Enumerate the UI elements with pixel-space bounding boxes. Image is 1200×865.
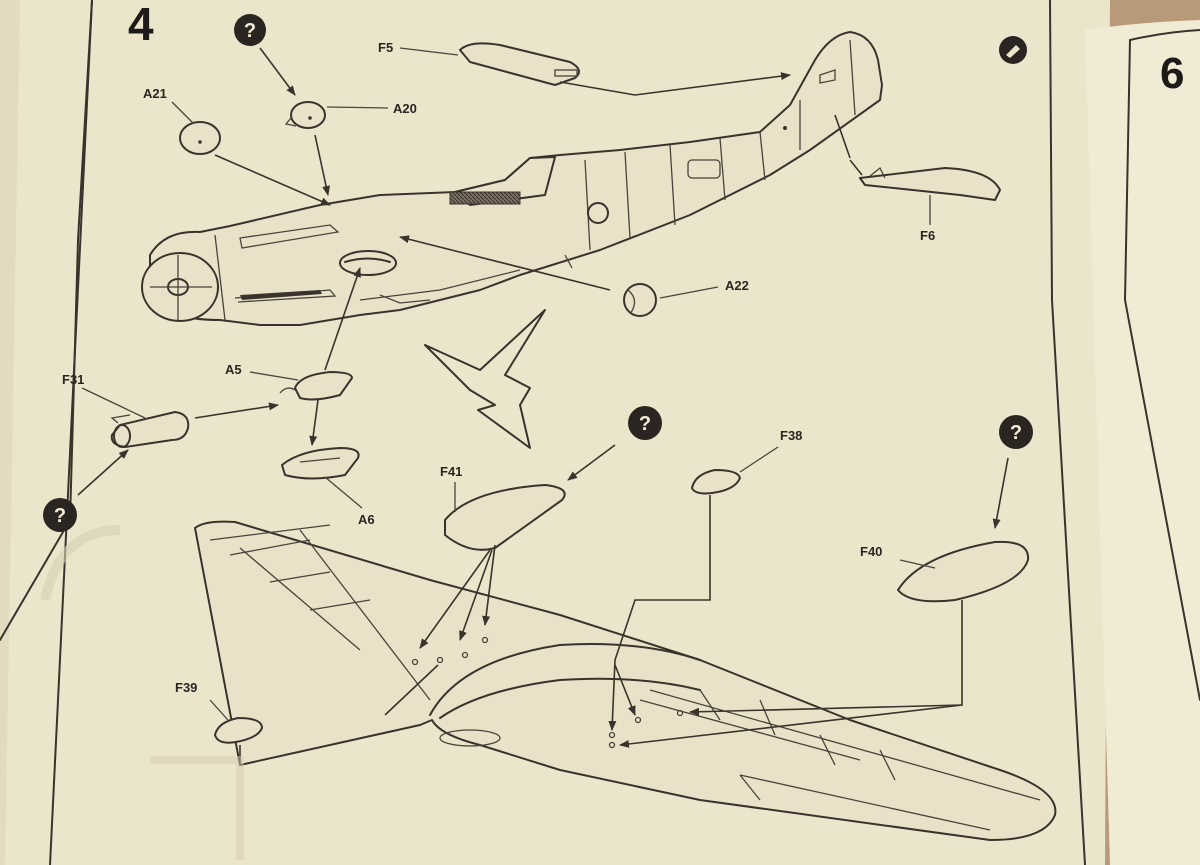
- right-page: [1085, 20, 1200, 865]
- next-step-number: 6: [1160, 49, 1184, 98]
- part-F5: [459, 42, 580, 86]
- part-A20: [284, 101, 326, 129]
- flip-arrow-icon: [424, 309, 546, 449]
- label-F40: F40: [860, 544, 882, 559]
- label-F38: F38: [780, 428, 802, 443]
- part-A5: [279, 371, 353, 401]
- help-circle-icon: ?: [43, 498, 77, 532]
- fuselage-drawing: [141, 31, 883, 326]
- part-A22: [623, 283, 657, 317]
- label-A21: A21: [143, 86, 167, 101]
- label-A5: A5: [225, 362, 242, 377]
- help-circle-icon: ?: [234, 14, 266, 46]
- step-number: 4: [128, 0, 154, 50]
- label-F41: F41: [440, 464, 462, 479]
- label-F5: F5: [378, 40, 393, 55]
- label-F39: F39: [175, 680, 197, 695]
- help-glyph: ?: [54, 505, 66, 527]
- help-circle-icon: ?: [628, 406, 662, 440]
- part-F38: [691, 469, 741, 495]
- part-A6: [281, 447, 360, 480]
- panel-border-right: [1049, 0, 1086, 865]
- part-F31: [110, 411, 190, 448]
- label-A22: A22: [725, 278, 749, 293]
- label-F31: F31: [62, 372, 84, 387]
- help-glyph: ?: [639, 413, 651, 435]
- part-F41: [444, 484, 566, 551]
- label-A20: A20: [393, 101, 417, 116]
- help-glyph: ?: [1010, 422, 1022, 444]
- part-F39: [214, 717, 263, 744]
- part-A21: [179, 121, 221, 155]
- part-F40: [897, 540, 1030, 603]
- label-F6: F6: [920, 228, 935, 243]
- label-A6: A6: [358, 512, 375, 527]
- help-glyph: ?: [244, 20, 256, 42]
- glue-icon: [999, 36, 1027, 64]
- wing-drawing: [194, 520, 1057, 841]
- part-F6: [859, 166, 1001, 201]
- help-circle-icon: ?: [999, 415, 1033, 449]
